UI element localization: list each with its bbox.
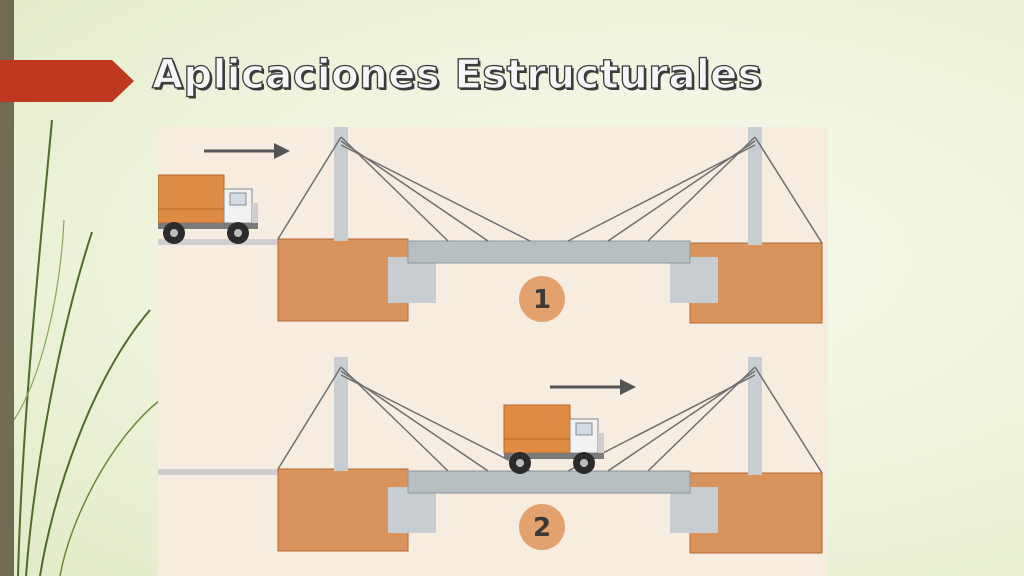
right-arrow-icon bbox=[202, 141, 292, 161]
truck-icon bbox=[158, 174, 259, 245]
bridge-diagram: 1 bbox=[158, 127, 828, 576]
stage-number-1: 1 bbox=[533, 285, 551, 315]
truck-icon bbox=[503, 404, 605, 475]
decorative-curves bbox=[13, 119, 161, 576]
slide-title: Aplicaciones Estructurales bbox=[151, 51, 763, 98]
stage-1: 1 bbox=[158, 127, 823, 324]
number-badge bbox=[519, 504, 565, 550]
stage-2: 2 bbox=[158, 357, 823, 554]
red-arrow-icon bbox=[0, 60, 134, 102]
stage-number-2: 2 bbox=[533, 513, 551, 543]
left-sidebar-bar bbox=[0, 0, 14, 576]
bridge-diagram-svg: 1 bbox=[158, 127, 823, 554]
right-arrow-icon bbox=[548, 377, 638, 397]
number-badge bbox=[519, 276, 565, 322]
